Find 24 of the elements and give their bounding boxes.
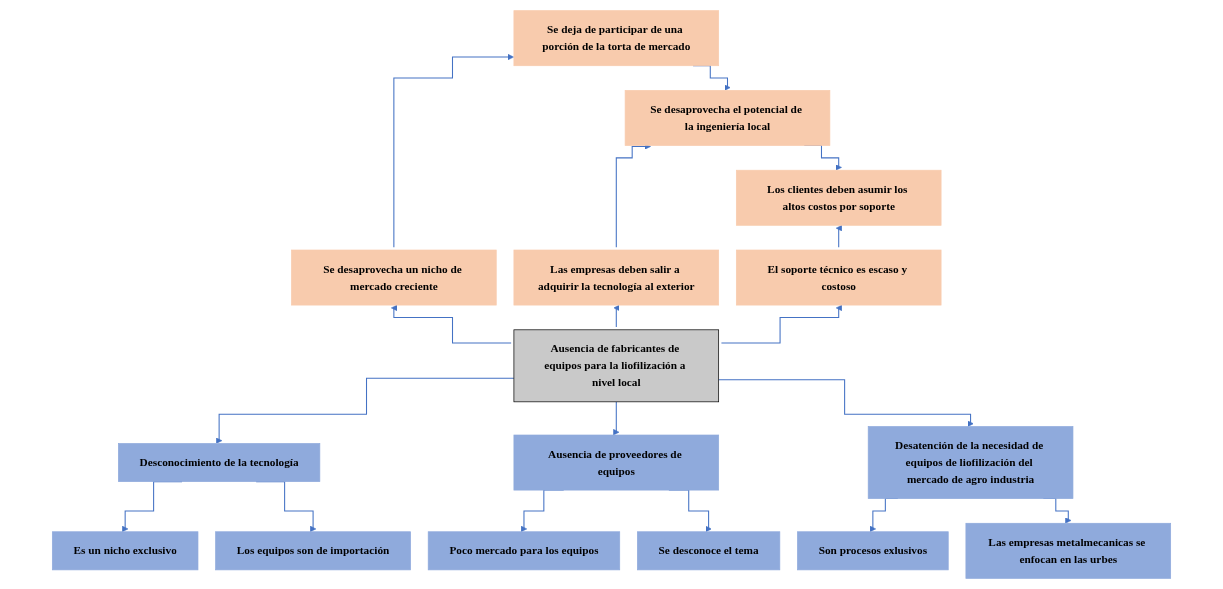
arrow bbox=[393, 53, 514, 248]
node-box: Se desconoce el tema bbox=[637, 531, 781, 571]
node-box: Poco mercado para los equipos bbox=[427, 531, 621, 571]
node-box: Desconocimiento de la tecnología bbox=[118, 443, 321, 482]
node-box: Desatención de la necesidad de equipos de liofilización del mercado de agro industria bbox=[867, 426, 1074, 499]
node-box: Se desaprovecha el potencial de la ingeniería local bbox=[624, 90, 831, 146]
node-box: Ausencia de proveedores de equipos bbox=[513, 434, 720, 491]
arrow bbox=[720, 305, 842, 344]
node-box: Las empresas deben salir a adquirir la tecnología al exterior bbox=[513, 249, 720, 306]
arrow bbox=[835, 225, 842, 248]
node-box: Los clientes deben asumir los altos costos por soporte bbox=[735, 169, 942, 226]
arrow bbox=[390, 305, 512, 344]
node-box: Es un nicho exclusivo bbox=[51, 531, 199, 571]
node-box: Se desaprovecha un nicho de mercado creciente bbox=[291, 249, 497, 306]
node-box: Se deja de participar de una porción de la torta de mercado bbox=[513, 10, 720, 67]
arrow bbox=[613, 305, 620, 328]
arrow bbox=[718, 379, 974, 427]
node-box: Ausencia de fabricantes de equipos para la liofilización a nivel local bbox=[513, 329, 720, 403]
node-box: Las empresas metalmecanicas se enfocan en las urbes bbox=[965, 522, 1172, 579]
arrow bbox=[613, 401, 620, 436]
node-box: Los equipos son de importación bbox=[215, 531, 411, 571]
node-box: Son procesos exlusivos bbox=[797, 531, 949, 571]
node-box: El soporte técnico es escaso y costoso bbox=[735, 249, 942, 306]
arrow bbox=[216, 377, 515, 444]
